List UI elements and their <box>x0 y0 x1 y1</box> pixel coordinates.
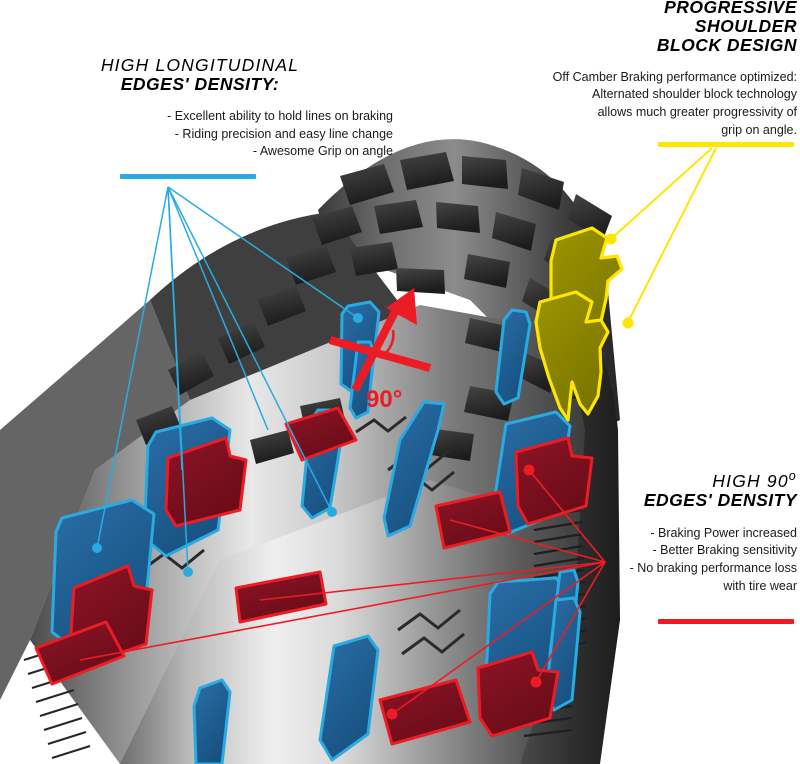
blue-block-4 <box>382 400 446 538</box>
callout-ninety-body: - Braking Power increased - Better Braki… <box>547 525 797 596</box>
callout-shoulder-body-line1: Off Camber Braking performance optimized… <box>552 69 797 84</box>
blue-block-12 <box>192 678 232 764</box>
callout-ninety-bullet-1: - Braking Power increased <box>650 525 797 540</box>
callout-longitudinal-bullet-2: - Riding precision and easy line change <box>174 126 393 141</box>
degree-symbol: o <box>788 469 797 483</box>
callout-shoulder-heading-line2: SHOULDER <box>694 15 797 36</box>
red-leader-lines <box>79 469 606 715</box>
red-block-6 <box>434 490 512 550</box>
callout-ninety-bullet-2: - Better Braking sensitivity <box>652 543 798 558</box>
red-block-9 <box>476 650 560 738</box>
callout-longitudinal-edges-density: HIGH LONGITUDINAL EDGES' DENSITY: - Exce… <box>0 56 400 161</box>
ninety-degree-angle-label: 90° <box>366 386 403 413</box>
red-block-2 <box>164 436 248 528</box>
callout-shoulder-body: Off Camber Braking performance optimized… <box>497 69 797 140</box>
callout-longitudinal-accent-bar <box>120 174 256 179</box>
callout-shoulder-body-line2: Alternated shoulder block technology <box>592 87 797 102</box>
callout-shoulder-block-design: PROGRESSIVE SHOULDER BLOCK DESIGN Off Ca… <box>497 0 797 140</box>
callout-longitudinal-bullet-1: - Excellent ability to hold lines on bra… <box>167 108 393 123</box>
ninety-degree-edge-highlight-group <box>34 406 594 746</box>
callout-longitudinal-bullet-3: - Awesome Grip on angle <box>252 144 393 159</box>
shoulder-block-highlight-lower <box>534 290 610 422</box>
ninety-degree-arrow <box>328 288 432 392</box>
callout-ninety-bullet-3: - No braking performance loss <box>629 561 797 576</box>
red-block-1 <box>284 406 358 462</box>
callout-shoulder-accent-bar <box>658 142 794 147</box>
yellow-leader-dots <box>605 233 634 329</box>
callout-ninety-heading: HIGH 90o EDGES' DENSITY <box>547 469 797 510</box>
blue-block-2 <box>494 308 532 406</box>
red-leader-dots <box>386 464 542 720</box>
callout-shoulder-body-line4: grip on angle. <box>721 122 797 137</box>
callout-longitudinal-heading-line1: HIGH LONGITUDINAL <box>100 55 300 75</box>
callout-ninety-heading-line1-text: HIGH 90 <box>712 470 789 491</box>
callout-shoulder-heading: PROGRESSIVE SHOULDER BLOCK DESIGN <box>497 0 797 55</box>
callout-shoulder-heading-line1: PROGRESSIVE <box>664 0 797 17</box>
yellow-leader-lines <box>611 147 717 323</box>
callout-ninety-heading-line2: EDGES' DENSITY <box>643 489 797 510</box>
callout-longitudinal-heading-line2: EDGES' DENSITY: <box>120 73 280 94</box>
callout-longitudinal-heading: HIGH LONGITUDINAL EDGES' DENSITY: <box>0 56 400 94</box>
callout-ninety-bullet-4: with tire wear <box>723 578 797 593</box>
blue-leader-dots <box>92 313 363 577</box>
callout-ninety-degree-edges-density: HIGH 90o EDGES' DENSITY - Braking Power … <box>547 469 797 596</box>
shoulder-block-highlight-group <box>534 226 624 422</box>
callout-shoulder-body-line3: allows much greater progressivity of <box>597 105 797 120</box>
red-block-7 <box>514 436 594 526</box>
blue-leader-lines <box>96 186 359 573</box>
blue-block-11 <box>318 634 380 762</box>
callout-ninety-heading-line1: HIGH 90o <box>547 469 797 491</box>
callout-shoulder-heading-line3: BLOCK DESIGN <box>656 34 797 55</box>
callout-longitudinal-body: - Excellent ability to hold lines on bra… <box>0 108 400 161</box>
tread-knobs-crown <box>136 152 612 494</box>
red-block-4 <box>34 620 126 686</box>
callout-ninety-accent-bar <box>658 619 794 624</box>
